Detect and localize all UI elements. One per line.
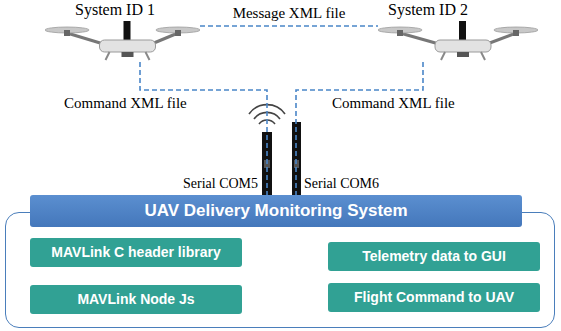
edge-label: Message XML file [231, 5, 348, 22]
system-id-label: System ID 2 [388, 0, 468, 20]
module-text: MAVLink Node Js [38, 291, 234, 308]
dashed-link [140, 62, 267, 195]
system-id-label: System ID 1 [75, 0, 155, 20]
module-box: MAVLink Node Js [30, 285, 242, 314]
edge-label: Command XML file [62, 95, 189, 112]
drone-node: System ID 1 [45, 0, 200, 62]
edge-label: Command XML file [330, 95, 457, 112]
dashed-link [200, 26, 378, 27]
module-box: Flight Command to UAV [328, 283, 540, 312]
panel-title: UAV Delivery Monitoring System [30, 195, 522, 227]
port-label: Serial COM5 [183, 176, 258, 192]
module-text: MAVLink C header library [38, 244, 234, 261]
module-box: Telemetry data to GUI [328, 242, 540, 271]
drone-node: System ID 2 [378, 0, 538, 62]
module-box: MAVLink C header library [30, 238, 242, 267]
module-text: Telemetry data to GUI [336, 248, 532, 265]
system-panel: UAV Delivery Monitoring SystemMAVLink C … [5, 212, 555, 328]
port-label: Serial COM6 [304, 176, 379, 192]
dashed-link [296, 62, 423, 195]
module-text: Flight Command to UAV [336, 289, 532, 306]
